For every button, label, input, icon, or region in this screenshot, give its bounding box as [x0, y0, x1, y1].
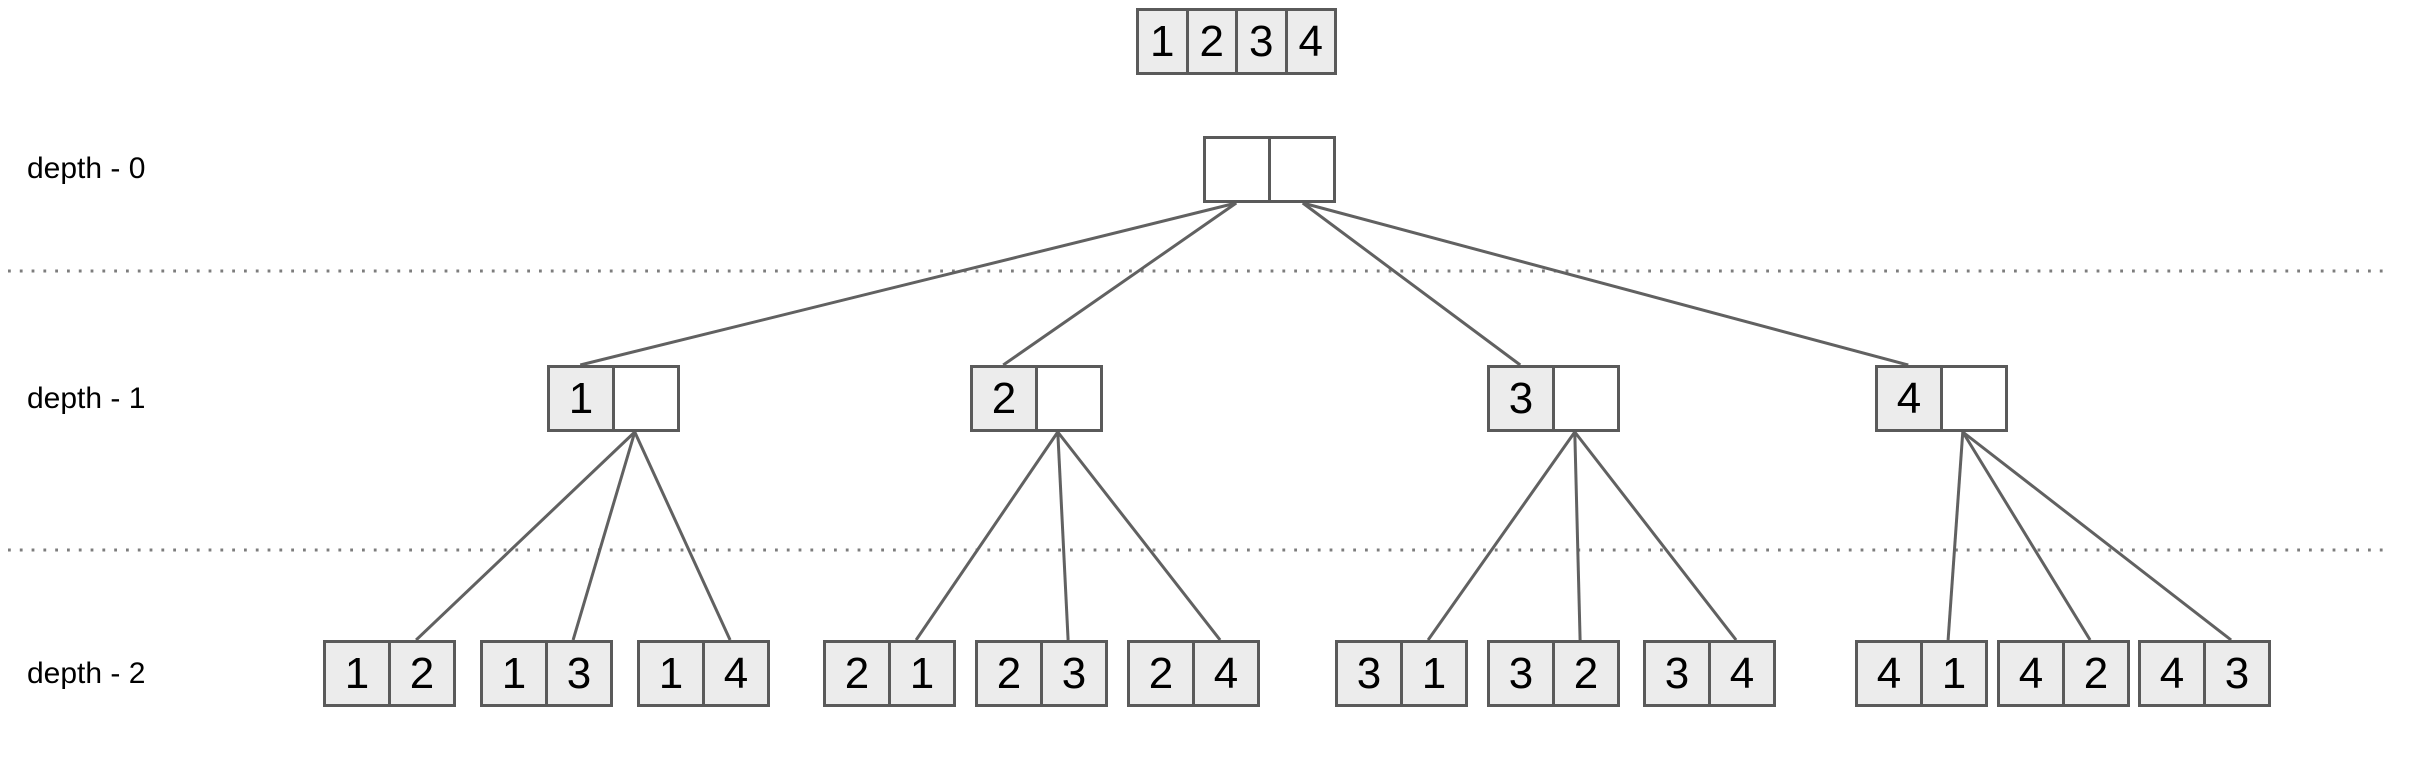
edge-n1-n12 [415, 430, 636, 642]
array-box-cell-1: 2 [1185, 11, 1235, 72]
edge-n3-n32 [1573, 431, 1582, 641]
tree-node-3-4-cell-1: 4 [1708, 643, 1773, 704]
tree-node-4-1-cell-0: 4 [1858, 643, 1920, 704]
tree-node-1-3-cell-0: 1 [483, 643, 545, 704]
tree-node-2-3-cell-0: 2 [978, 643, 1040, 704]
tree-node-1-4-cell-0: 1 [640, 643, 702, 704]
depth-2-label: depth - 2 [27, 657, 146, 690]
tree-node-root-cell-1 [1268, 139, 1333, 200]
tree-node-2-4-cell-1: 4 [1192, 643, 1257, 704]
array-box-cell-0: 1 [1139, 11, 1186, 72]
edge-n2-n23 [1056, 431, 1070, 641]
edge-n3-n31 [1426, 431, 1577, 641]
depth-1-label: depth - 1 [27, 382, 146, 415]
edge-n4-n43 [1961, 430, 2233, 642]
tree-node-2-3-cell-1: 3 [1040, 643, 1105, 704]
edge-n1-n14 [633, 431, 732, 641]
tree-node-root [1203, 136, 1336, 203]
tree-node-2-1-cell-1: 1 [888, 643, 953, 704]
edge-n2-n24 [1056, 431, 1222, 641]
tree-node-1: 1 [547, 365, 680, 432]
edge-root-n1 [579, 201, 1237, 367]
tree-node-root-cell-0 [1206, 139, 1268, 200]
edge-n4-n41 [1946, 431, 1965, 641]
tree-node-3-4-cell-0: 3 [1646, 643, 1708, 704]
tree-node-2-cell-1 [1035, 368, 1100, 429]
tree-node-4-1-cell-1: 1 [1920, 643, 1985, 704]
tree-node-1-2-cell-1: 2 [388, 643, 453, 704]
tree-node-4-2-cell-0: 4 [2000, 643, 2062, 704]
array-box-cell-2: 3 [1235, 11, 1285, 72]
tree-node-3-2-cell-0: 3 [1490, 643, 1552, 704]
edge-n3-n34 [1573, 431, 1738, 641]
tree-node-1-2-cell-0: 1 [326, 643, 388, 704]
tree-node-1-cell-1 [612, 368, 677, 429]
tree-node-1-cell-0: 1 [550, 368, 612, 429]
tree-node-1-3-cell-1: 3 [545, 643, 610, 704]
tree-node-3-1-cell-1: 1 [1400, 643, 1465, 704]
tree-node-3-2-cell-1: 2 [1552, 643, 1617, 704]
tree-node-2-1-cell-0: 2 [826, 643, 888, 704]
tree-node-2-4-cell-0: 2 [1130, 643, 1192, 704]
tree-node-3: 3 [1487, 365, 1620, 432]
tree-node-2: 2 [970, 365, 1103, 432]
tree-node-2-cell-0: 2 [973, 368, 1035, 429]
tree-node-4-2-cell-1: 2 [2062, 643, 2127, 704]
tree-node-4-cell-1 [1940, 368, 2005, 429]
edge-n4-n42 [1961, 431, 2092, 641]
tree-node-1-4-cell-1: 4 [702, 643, 767, 704]
tree-node-3-cell-0: 3 [1490, 368, 1552, 429]
tree-node-3-cell-1 [1552, 368, 1617, 429]
tree-node-4-cell-0: 4 [1878, 368, 1940, 429]
edge-n1-n13 [571, 431, 637, 641]
tree-node-4: 4 [1875, 365, 2008, 432]
tree-node-3-1-cell-0: 3 [1338, 643, 1400, 704]
edge-root-n3 [1301, 201, 1522, 367]
tree-node-4-3-cell-1: 3 [2203, 643, 2268, 704]
tree-node-4-3-cell-0: 4 [2141, 643, 2203, 704]
array-box-cell-3: 4 [1284, 11, 1334, 72]
edge-n2-n21 [914, 431, 1060, 641]
edge-root-n4 [1302, 201, 1909, 367]
edge-root-n2 [1002, 201, 1238, 367]
depth-0-label: depth - 0 [27, 152, 146, 185]
